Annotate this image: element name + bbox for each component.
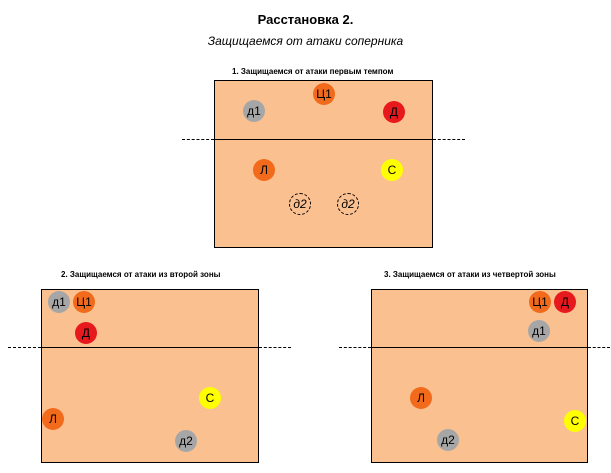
diagram-1-player-d2-option-2: д2 [337,193,359,215]
diagram-2-net-right [259,347,291,348]
diagram-2-player-l: Л [42,408,64,430]
diagram-2-court [41,289,259,463]
diagram-1-player-c1: Ц1 [313,83,335,105]
diagram-2-caption: 2. Защищаемся от атаки из второй зоны [61,270,221,279]
diagram-1-player-l: Л [253,159,275,181]
diagram-3-net-right [588,347,610,348]
diagram-2-net-left [8,347,41,348]
page-subtitle: Защищаемся от атаки соперника [207,34,404,48]
diagram-2-player-d: Д [75,322,97,344]
diagram-3-player-d1: д1 [528,320,550,342]
diagram-1-net-left [182,139,214,140]
diagram-2-net [41,347,259,348]
diagram-3-net [371,347,588,348]
diagram-3-court [371,289,588,463]
diagram-3-player-l: Л [410,387,432,409]
page-title: Расстановка 2. [257,12,354,27]
diagram-3-player-s: С [564,410,586,432]
diagram-3-net-left [339,347,371,348]
diagram-1-player-s: С [381,159,403,181]
diagram-3-player-c1: Ц1 [529,291,551,313]
diagram-1-net [214,139,433,140]
diagram-1-player-d: Д [383,101,405,123]
diagram-2-player-s: С [199,387,221,409]
diagram-1-player-d2-option-1: д2 [289,193,311,215]
diagram-2-player-c1: Ц1 [73,291,95,313]
diagram-1-player-d1: д1 [243,100,265,122]
diagram-3-caption: 3. Защищаемся от атаки из четвертой зоны [384,270,556,279]
diagram-1-caption: 1. Защищаемся от атаки первым темпом [232,67,394,76]
diagram-3-player-d2: д2 [437,429,459,451]
diagram-2-player-d1: д1 [48,291,70,313]
diagram-1-net-right [433,139,465,140]
diagram-2-player-d2: д2 [175,430,197,452]
diagram-3-player-d: Д [554,291,576,313]
